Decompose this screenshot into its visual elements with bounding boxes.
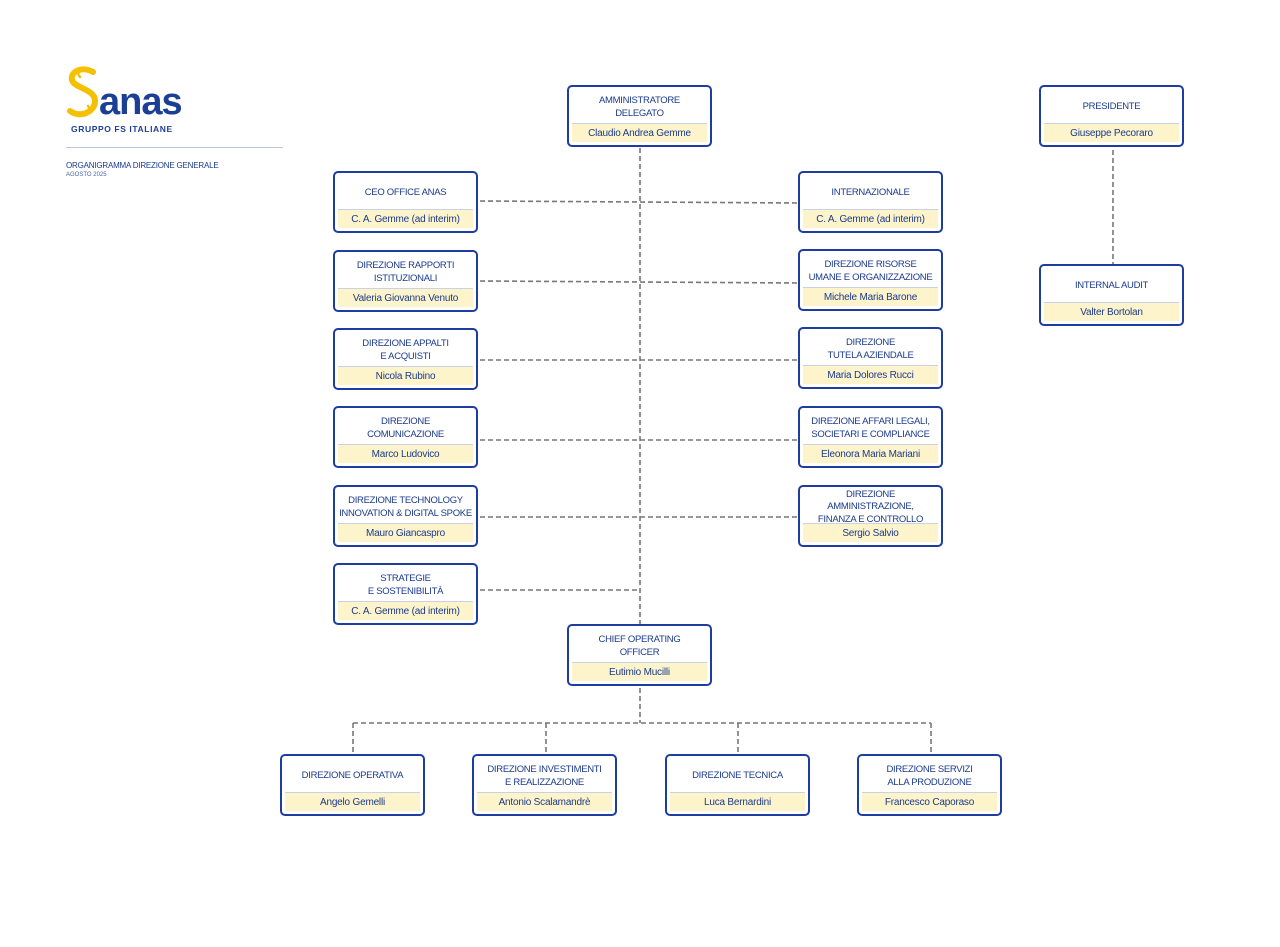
logo-group-label: GRUPPO FS ITALIANE bbox=[71, 124, 173, 134]
box-amministrazione-finanza: DIREZIONE AMMINISTRAZIONE, FINANZA E CON… bbox=[798, 485, 943, 547]
box-investimenti-realizzazione: DIREZIONE INVESTIMENTI E REALIZZAZIONE A… bbox=[472, 754, 617, 816]
box-person-name: Eutimio Mucilli bbox=[572, 662, 707, 681]
box-person-name: Nicola Rubino bbox=[338, 366, 473, 385]
box-title: DIREZIONE INVESTIMENTI E REALIZZAZIONE bbox=[487, 764, 602, 788]
box-person-name: Giuseppe Pecoraro bbox=[1044, 123, 1179, 142]
box-person-name: Michele Maria Barone bbox=[803, 287, 938, 306]
box-person-name: C. A. Gemme (ad interim) bbox=[338, 601, 473, 620]
box-title: DIREZIONE TECNICA bbox=[692, 770, 783, 782]
box-title: STRATEGIE E SOSTENIBILITÀ bbox=[367, 573, 444, 597]
box-technology-innovation: DIREZIONE TECHNOLOGY INNOVATION & DIGITA… bbox=[333, 485, 478, 547]
box-internazionale: INTERNAZIONALE C. A. Gemme (ad interim) bbox=[798, 171, 943, 233]
header-divider bbox=[66, 147, 283, 148]
box-amministratore-delegato: AMMINISTRATORE DELEGATO Claudio Andrea G… bbox=[567, 85, 712, 147]
logo-wordmark: anas bbox=[99, 81, 183, 123]
box-internal-audit: INTERNAL AUDIT Valter Bortolan bbox=[1039, 264, 1184, 326]
box-title: INTERNAL AUDIT bbox=[1074, 280, 1149, 292]
box-comunicazione: DIREZIONE COMUNICAZIONE Marco Ludovico bbox=[333, 406, 478, 468]
box-person-name: Luca Bernardini bbox=[670, 792, 805, 811]
anas-s-logo-icon bbox=[67, 66, 98, 118]
box-title: DIREZIONE RAPPORTI ISTITUZIONALI bbox=[356, 260, 455, 284]
box-person-name: C. A. Gemme (ad interim) bbox=[338, 209, 473, 228]
box-person-name: Sergio Salvio bbox=[803, 523, 938, 542]
box-appalti-acquisti: DIREZIONE APPALTI E ACQUISTI Nicola Rubi… bbox=[333, 328, 478, 390]
box-person-name: Antonio Scalamandrè bbox=[477, 792, 612, 811]
box-title: DIREZIONE OPERATIVA bbox=[301, 770, 404, 782]
box-person-name: Eleonora Maria Mariani bbox=[803, 444, 938, 463]
box-title: DIREZIONE RISORSE UMANE E ORGANIZZAZIONE bbox=[808, 259, 933, 283]
box-person-name: Valter Bortolan bbox=[1044, 302, 1179, 321]
box-title: DIREZIONE COMUNICAZIONE bbox=[367, 416, 444, 440]
box-person-name: Angelo Gemelli bbox=[285, 792, 420, 811]
box-person-name: Valeria Giovanna Venuto bbox=[338, 288, 473, 307]
box-strategie-sostenibilita: STRATEGIE E SOSTENIBILITÀ C. A. Gemme (a… bbox=[333, 563, 478, 625]
box-title: AMMINISTRATORE DELEGATO bbox=[599, 95, 680, 119]
connector-ceo-office bbox=[479, 200, 799, 204]
connector-rapporti-risorse bbox=[479, 280, 799, 284]
box-title: DIREZIONE AMMINISTRAZIONE, FINANZA E CON… bbox=[817, 488, 924, 525]
box-rapporti-istituzionali: DIREZIONE RAPPORTI ISTITUZIONALI Valeria… bbox=[333, 250, 478, 312]
box-title: PRESIDENTE bbox=[1082, 101, 1141, 113]
box-title: DIREZIONE AFFARI LEGALI, SOCIETARI E COM… bbox=[811, 416, 930, 440]
box-title: DIREZIONE APPALTI E ACQUISTI bbox=[362, 338, 449, 362]
box-person-name: Maria Dolores Rucci bbox=[803, 365, 938, 384]
box-chief-operating-officer: CHIEF OPERATING OFFICER Eutimio Mucilli bbox=[567, 624, 712, 686]
document-title: ORGANIGRAMMA DIREZIONE GENERALE bbox=[66, 161, 219, 170]
box-person-name: Marco Ludovico bbox=[338, 444, 473, 463]
box-person-name: Francesco Caporaso bbox=[862, 792, 997, 811]
box-title: INTERNAZIONALE bbox=[831, 187, 910, 199]
box-title: CHIEF OPERATING OFFICER bbox=[598, 634, 681, 658]
box-tutela-aziendale: DIREZIONE TUTELA AZIENDALE Maria Dolores… bbox=[798, 327, 943, 389]
box-title: DIREZIONE SERVIZI ALLA PRODUZIONE bbox=[886, 764, 973, 788]
box-title: CEO OFFICE ANAS bbox=[364, 187, 447, 199]
document-date: AGOSTO 2025 bbox=[66, 172, 107, 178]
box-person-name: Claudio Andrea Gemme bbox=[572, 123, 707, 142]
box-direzione-operativa: DIREZIONE OPERATIVA Angelo Gemelli bbox=[280, 754, 425, 816]
box-title: DIREZIONE TECHNOLOGY INNOVATION & DIGITA… bbox=[339, 495, 472, 519]
box-direzione-tecnica: DIREZIONE TECNICA Luca Bernardini bbox=[665, 754, 810, 816]
box-servizi-produzione: DIREZIONE SERVIZI ALLA PRODUZIONE France… bbox=[857, 754, 1002, 816]
box-affari-legali: DIREZIONE AFFARI LEGALI, SOCIETARI E COM… bbox=[798, 406, 943, 468]
box-risorse-umane: DIREZIONE RISORSE UMANE E ORGANIZZAZIONE… bbox=[798, 249, 943, 311]
box-person-name: Mauro Giancaspro bbox=[338, 523, 473, 542]
box-person-name: C. A. Gemme (ad interim) bbox=[803, 209, 938, 228]
box-title: DIREZIONE TUTELA AZIENDALE bbox=[827, 337, 914, 361]
anas-logo: anas GRUPPO FS ITALIANE bbox=[66, 66, 286, 146]
box-ceo-office: CEO OFFICE ANAS C. A. Gemme (ad interim) bbox=[333, 171, 478, 233]
box-presidente: PRESIDENTE Giuseppe Pecoraro bbox=[1039, 85, 1184, 147]
